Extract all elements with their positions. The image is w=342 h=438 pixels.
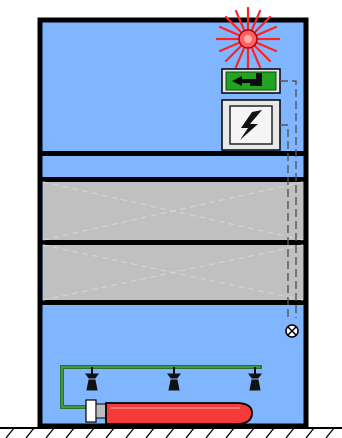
shelf-lower — [42, 244, 304, 301]
extinguishing-cylinder-icon — [85, 399, 253, 425]
shelf-upper — [42, 181, 304, 241]
smoke-detector-icon — [285, 324, 299, 338]
nozzle-left — [85, 367, 99, 391]
alarm-beacon-icon — [215, 6, 281, 72]
spray-nozzle-icon — [85, 367, 262, 391]
divider-4 — [40, 300, 306, 305]
divider-3 — [40, 240, 306, 245]
nozzle-middle — [167, 367, 181, 391]
ground-hatching — [0, 427, 342, 438]
divider-2 — [40, 177, 306, 182]
lightning-bolt-icon — [221, 99, 281, 151]
nozzle-right — [248, 367, 262, 391]
arrow-left-icon — [221, 68, 281, 94]
signal-wiring — [280, 80, 297, 318]
discharge-pipe — [60, 365, 262, 409]
divider-top — [40, 151, 306, 156]
